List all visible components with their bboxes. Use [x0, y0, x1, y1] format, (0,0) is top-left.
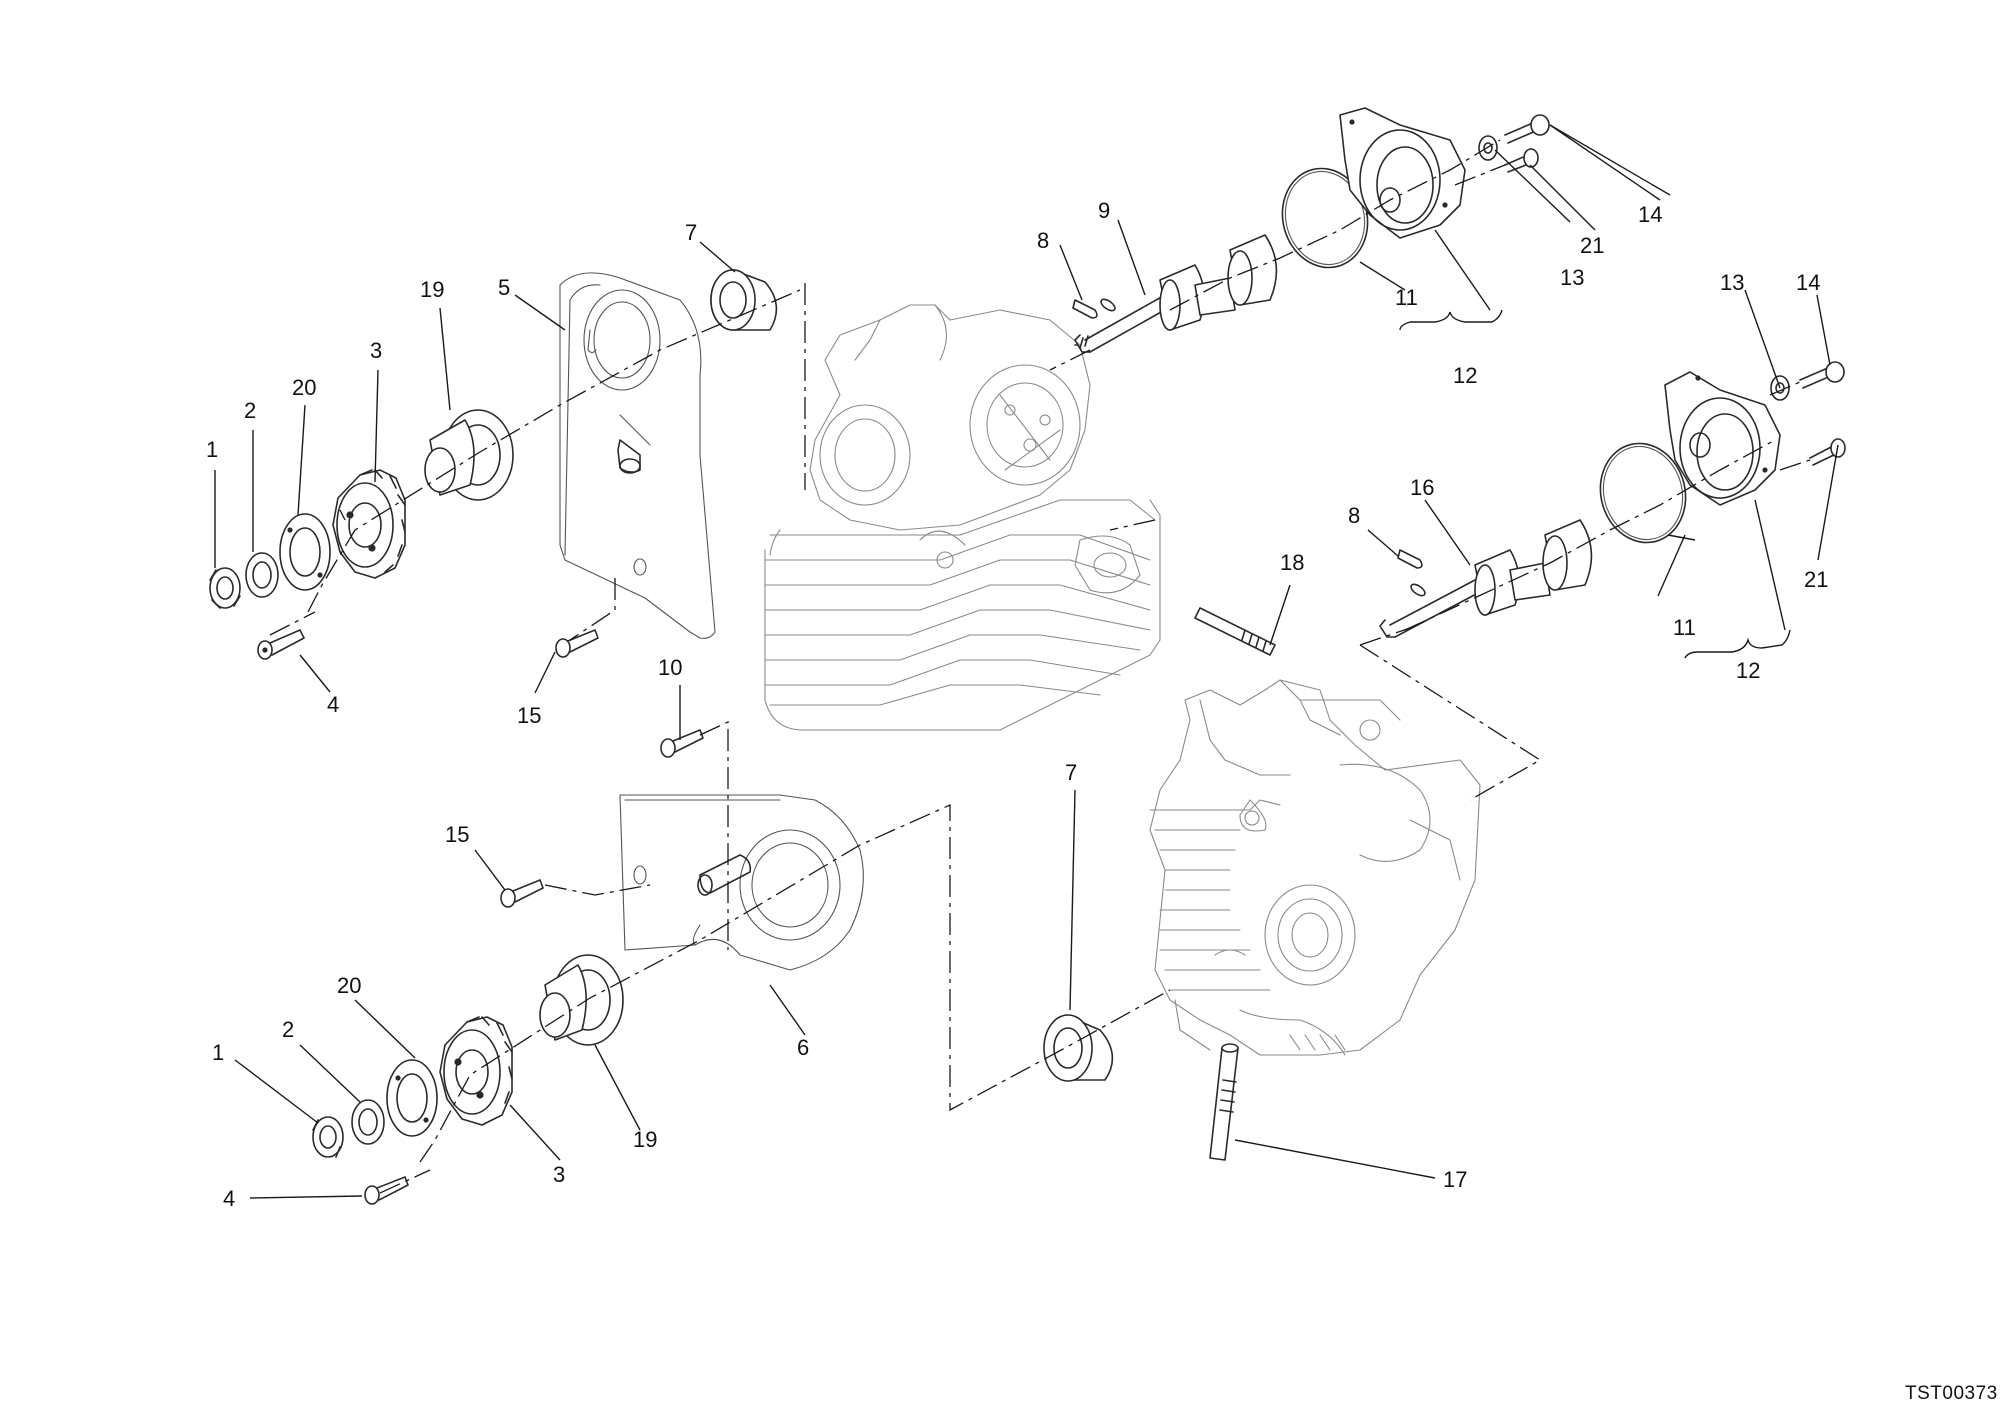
drawing-code: TST00373 [1905, 1383, 1998, 1404]
callout-6: 6 [797, 1035, 809, 1060]
callout-11: 11 [1673, 615, 1696, 640]
callout-15: 15 [445, 822, 469, 847]
lower-cylinder-head [1149, 679, 1481, 1056]
upper-cylinder-head [764, 304, 1161, 731]
lower-belt-cover [619, 794, 864, 971]
bolt-14-upper [1504, 114, 1550, 144]
plate-20-lower [386, 1059, 438, 1137]
cam-flange-12-lower [1664, 371, 1781, 506]
callout-4: 4 [327, 692, 339, 717]
callout-10: 10 [658, 655, 682, 680]
callout-13: 13 [1720, 270, 1744, 295]
leader-lines [214, 124, 1839, 1199]
key-8-upper [1072, 299, 1098, 319]
bolt-15-lower [500, 879, 544, 908]
callout-1: 1 [212, 1040, 224, 1065]
pulley-19-upper [424, 409, 514, 501]
key-8-lower [1397, 549, 1423, 569]
callout-20: 20 [292, 375, 316, 400]
bolt-4-upper [257, 629, 305, 660]
callout-12: 12 [1736, 658, 1760, 683]
stud-18 [1194, 607, 1276, 656]
washer-2-upper [245, 552, 279, 598]
callout-21: 21 [1580, 233, 1604, 258]
callout-20: 20 [337, 973, 361, 998]
callout-14: 14 [1638, 202, 1662, 227]
bolt-21-lower [1809, 438, 1846, 466]
callout-3: 3 [553, 1162, 565, 1187]
callout-1: 1 [206, 437, 218, 462]
camshaft-16 [1379, 519, 1593, 638]
bolt-10 [660, 729, 704, 758]
o-ring-11-lower [1599, 442, 1687, 544]
callout-2: 2 [282, 1017, 294, 1042]
plate-20-upper [279, 513, 331, 591]
washer-13-upper [1478, 135, 1498, 161]
callout-3: 3 [370, 338, 382, 363]
callout-8: 8 [1037, 228, 1049, 253]
callout-7: 7 [1065, 760, 1077, 785]
callout-12: 12 [1453, 363, 1477, 388]
washer-2-lower [351, 1099, 385, 1145]
callout-15: 15 [517, 703, 541, 728]
bolt-15-upper [555, 629, 599, 658]
callout-5: 5 [498, 275, 510, 300]
callout-19: 19 [420, 277, 444, 302]
pulley-19-lower [539, 954, 624, 1046]
sprocket-3-upper [332, 469, 406, 579]
callout-2: 2 [244, 398, 256, 423]
callout-21: 21 [1804, 567, 1828, 592]
callout-7: 7 [685, 220, 697, 245]
upper-belt-cover [559, 272, 716, 639]
callout-11: 11 [1395, 285, 1418, 310]
callout-14: 14 [1796, 270, 1820, 295]
nut-1-upper [209, 567, 241, 609]
cam-flange-12-upper [1339, 107, 1466, 239]
stud-17 [1209, 1043, 1239, 1161]
seal-7-lower [1043, 1014, 1114, 1082]
callout-8: 8 [1348, 503, 1360, 528]
bolt-21-upper [1504, 148, 1539, 173]
center-lines [269, 139, 1811, 1194]
callouts: 1 2 20 3 19 5 7 4 15 8 9 11 12 13 21 14 … [206, 198, 1828, 1211]
callout-19: 19 [633, 1127, 657, 1152]
callout-18: 18 [1280, 550, 1304, 575]
callout-4: 4 [223, 1186, 235, 1211]
callout-9: 9 [1098, 198, 1110, 223]
bolt-14-lower [1799, 361, 1845, 389]
lower-pulley-assembly [312, 729, 1114, 1205]
callout-13: 13 [1560, 265, 1584, 290]
seal-7-upper [710, 269, 778, 331]
camshaft-9 [1074, 234, 1278, 353]
callout-17: 17 [1443, 1167, 1467, 1192]
upper-pulley-assembly [209, 269, 778, 660]
callout-16: 16 [1410, 475, 1434, 500]
